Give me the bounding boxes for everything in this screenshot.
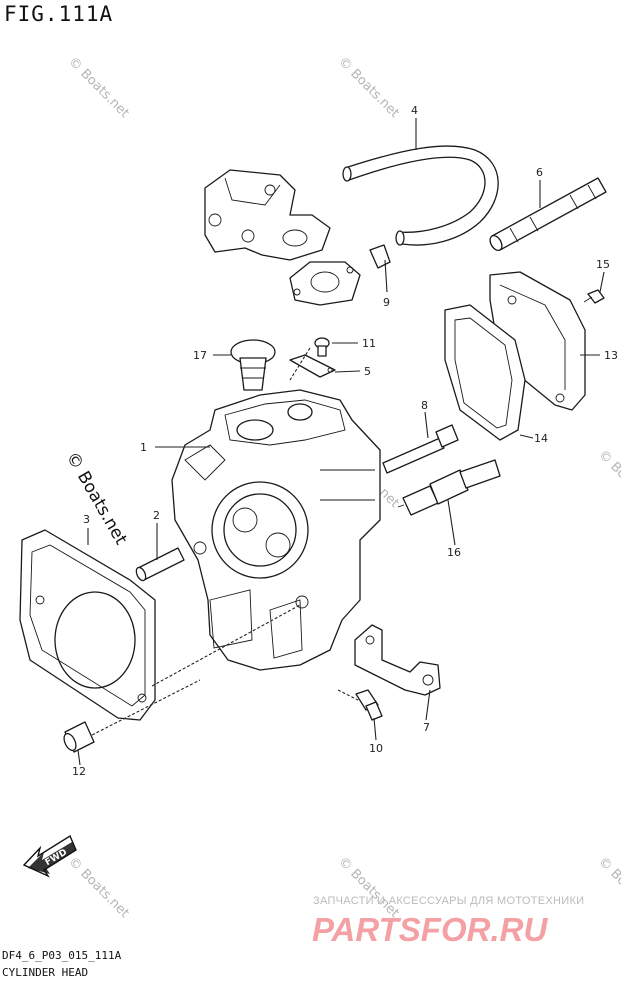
part-screw-11: [314, 337, 330, 357]
ad-banner: ЗАПЧАСТИ И АКСЕССУАРЫ ДЛЯ МОТОТЕХНИКИ PA…: [312, 895, 584, 948]
part-plate-5: [289, 354, 336, 378]
part-sleeve: [489, 177, 607, 252]
callout-13: 13: [604, 349, 618, 362]
part-bolt-8: [382, 424, 459, 474]
callout-1: 1: [140, 441, 147, 454]
watermark: © Boats.net: [65, 854, 132, 921]
leader-lines: [77, 118, 605, 766]
part-dowel-pin-2: [135, 547, 185, 582]
callout-6: 6: [536, 166, 543, 179]
ad-tagline: ЗАПЧАСТИ И АКСЕССУАРЫ ДЛЯ МОТОТЕХНИКИ: [313, 895, 584, 907]
callout-2: 2: [153, 509, 160, 522]
figure-title: FIG.111A: [4, 2, 114, 26]
watermark: © Boats.net: [595, 854, 621, 921]
callout-12: 12: [72, 765, 86, 778]
watermark: © Boats.net: [65, 54, 132, 121]
callout-3: 3: [83, 513, 90, 526]
ad-logo: PARTSFOR.RU: [312, 911, 548, 948]
callout-11: 11: [362, 337, 376, 350]
callout-8: 8: [421, 399, 428, 412]
part-bolt-10: [355, 689, 383, 721]
callout-10: 10: [369, 742, 383, 755]
callout-7: 7: [423, 721, 430, 734]
part-cover-gasket: [289, 244, 391, 306]
callout-14: 14: [534, 432, 548, 445]
callout-16: 16: [447, 546, 461, 559]
callout-4: 4: [411, 104, 418, 117]
callout-17: 17: [193, 349, 207, 362]
part-bracket: [354, 624, 441, 696]
fwd-arrow-icon: FWD: [22, 834, 77, 878]
callout-9: 9: [383, 296, 390, 309]
callout-5: 5: [364, 365, 371, 378]
figure-code: DF4_6_P03_015_111A: [2, 949, 122, 962]
callout-15: 15: [596, 258, 610, 271]
watermark: © Boats.net: [595, 447, 621, 514]
part-thermostat: [230, 339, 276, 391]
watermark: © Boats.net: [335, 54, 402, 121]
part-thermostat-cover: [204, 169, 331, 261]
part-spark-plug: [397, 459, 501, 516]
part-hose: [342, 145, 499, 246]
part-cylinder-head: [171, 389, 381, 671]
part-dowel-pin-12: [63, 721, 95, 753]
callout-labels: 1 2 3 4 5 6 7 8 9 10 11 12 13 14 15 16 1…: [72, 104, 618, 778]
part-side-gasket: [444, 304, 526, 441]
figure-name: CYLINDER HEAD: [2, 966, 89, 979]
part-head-gasket: [19, 529, 156, 721]
watermark-prominent: © Boats.net: [62, 449, 131, 549]
part-bolt-15: [583, 289, 605, 304]
